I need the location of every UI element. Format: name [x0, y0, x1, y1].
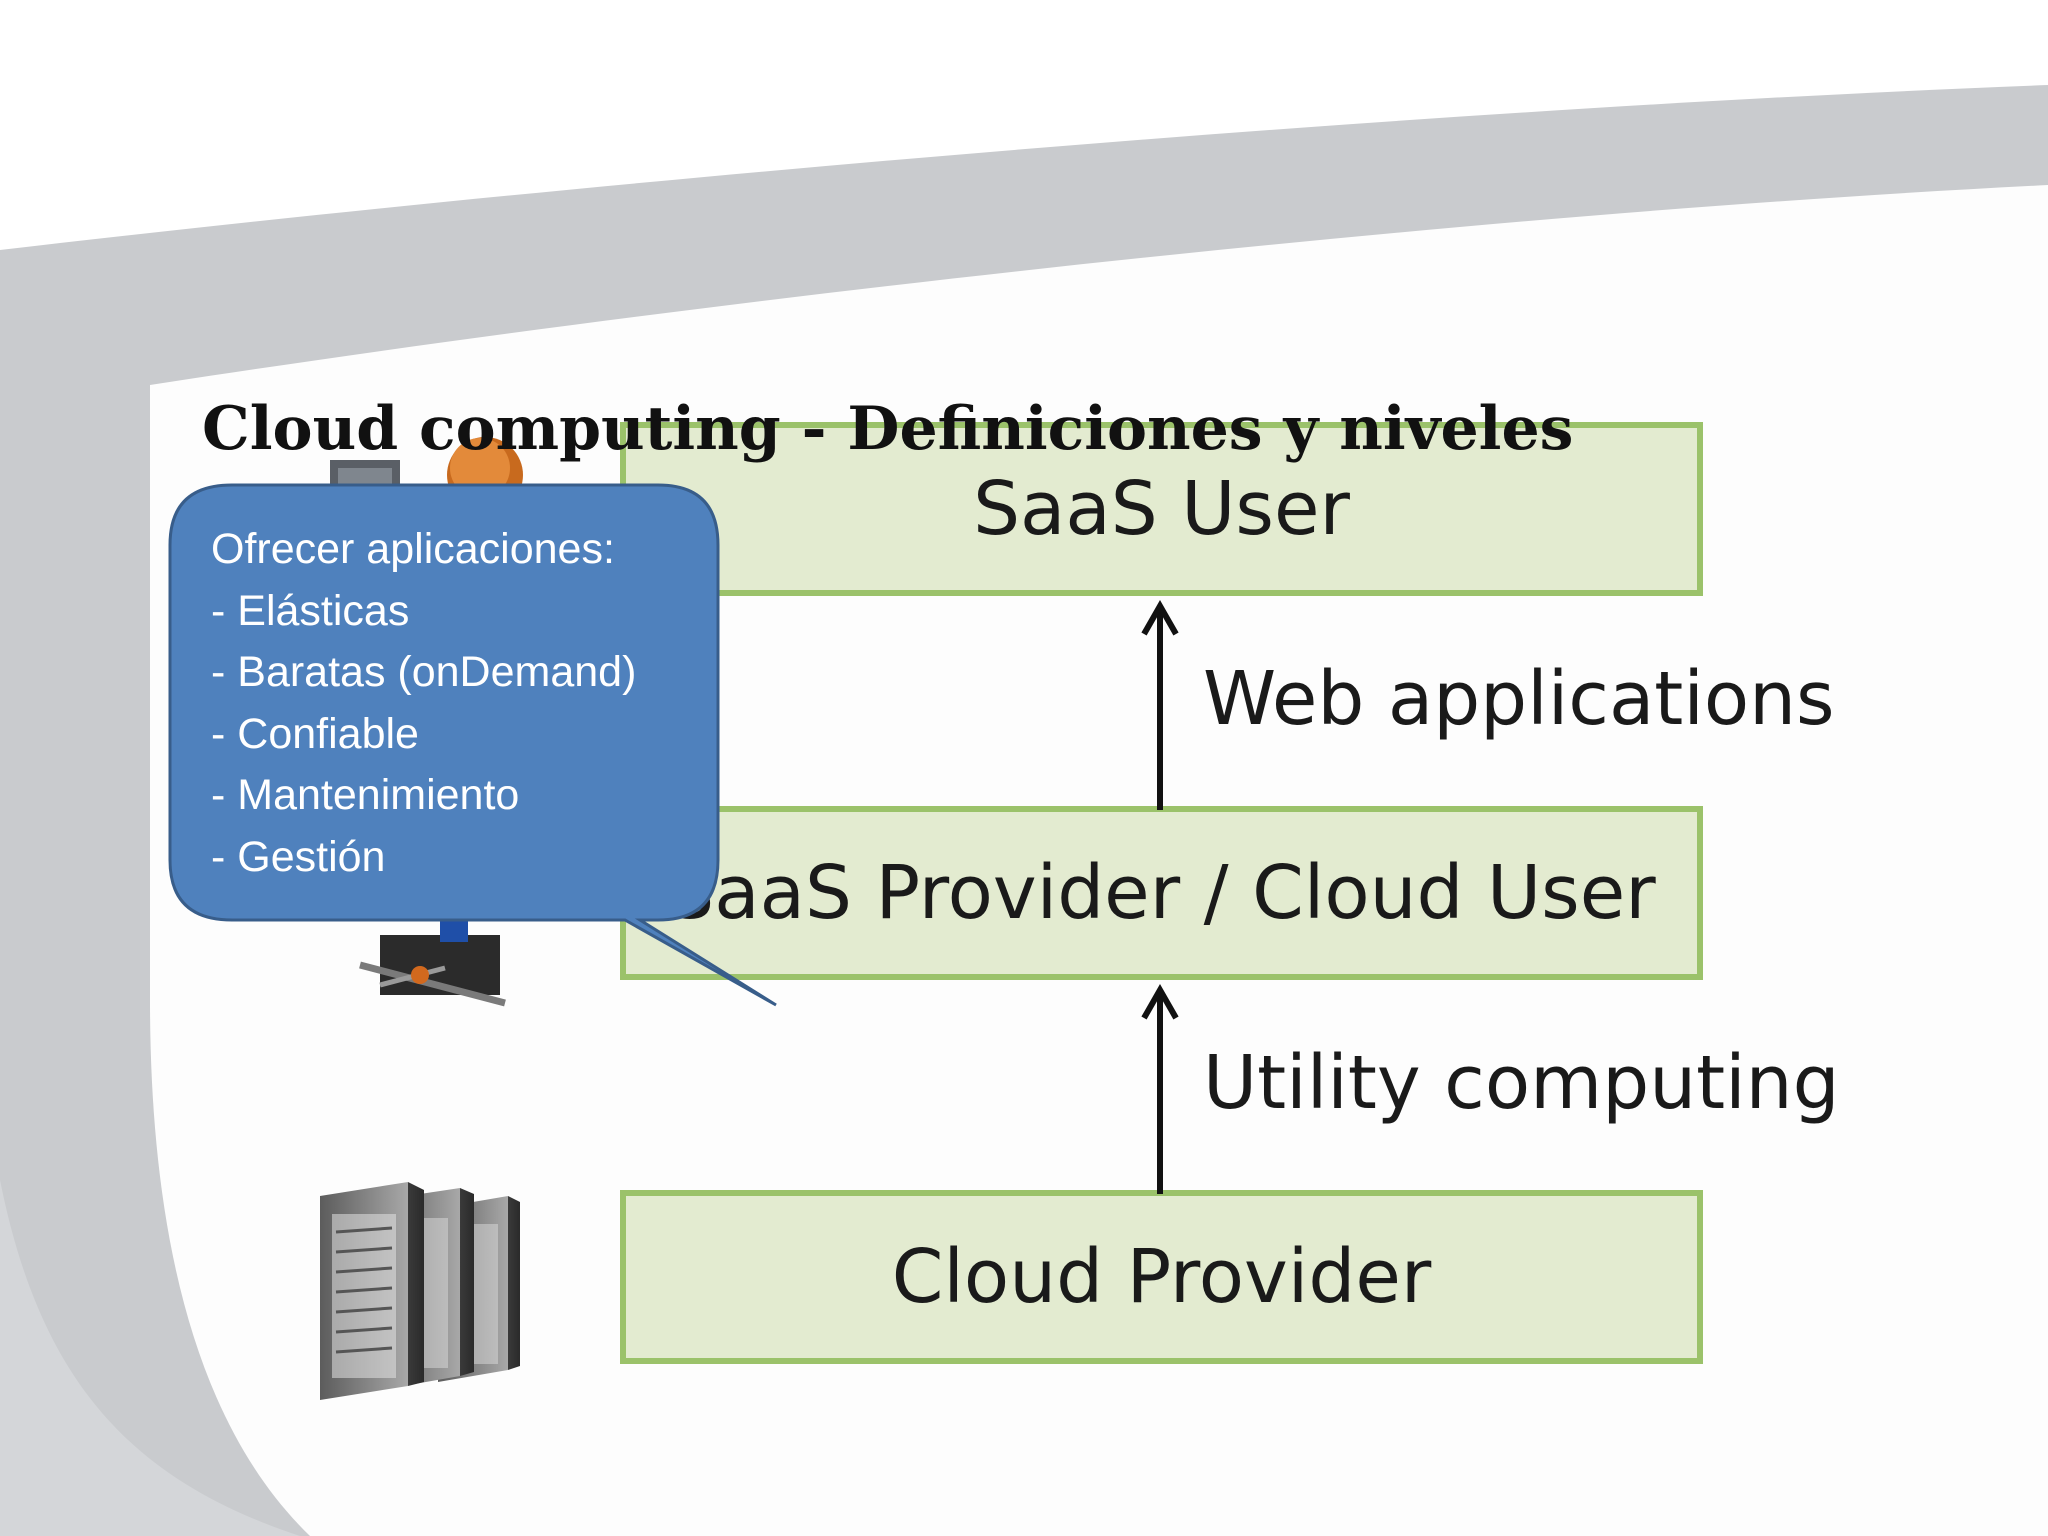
layer-saas-user: SaaS User — [620, 422, 1703, 596]
callout-heading: Ofrecer aplicaciones: — [211, 525, 615, 573]
arrow-label-web-applications: Web applications — [1203, 656, 1835, 742]
arrow-label-utility-computing: Utility computing — [1203, 1040, 1840, 1126]
layer-label: SaaS Provider / Cloud User — [667, 850, 1656, 936]
slide-title: Cloud computing - Definiciones y niveles — [202, 394, 1574, 464]
layer-label: SaaS User — [973, 466, 1350, 552]
callout-item: - Elásticas — [211, 586, 410, 635]
callout-text: Ofrecer aplicaciones: - Elásticas - Bara… — [211, 519, 711, 888]
callout-item: - Mantenimiento — [211, 771, 520, 819]
layer-saas-provider-cloud-user: SaaS Provider / Cloud User — [620, 806, 1703, 980]
arrow-up-utility-computing — [1141, 983, 1179, 1194]
callout-item: - Baratas (onDemand) — [211, 648, 637, 696]
callout-item: - Confiable — [211, 709, 419, 758]
arrow-up-web-applications — [1141, 599, 1179, 810]
callout-item: - Gestión — [211, 832, 386, 881]
layer-cloud-provider: Cloud Provider — [620, 1190, 1703, 1364]
server-rack-icon — [320, 1182, 520, 1400]
layer-label: Cloud Provider — [891, 1234, 1432, 1320]
